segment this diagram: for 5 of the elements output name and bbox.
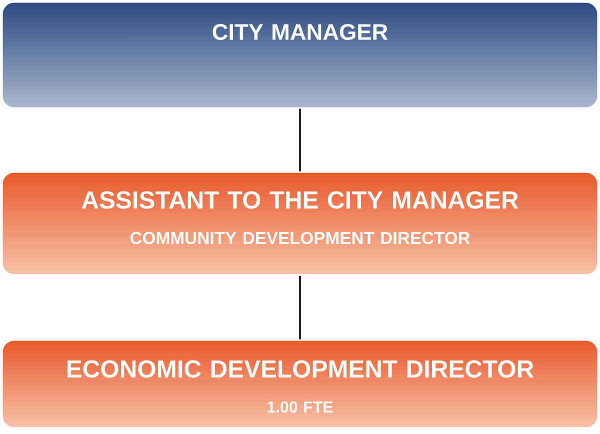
connector-line [299,276,301,340]
connector-line [299,108,301,172]
org-box: CITY MANAGER [1,1,599,109]
org-box: ASSISTANT TO THE CITY MANAGER COMMUNITY DEVELOPMENT DIRECTOR [1,171,599,276]
org-box: ECONOMIC DEVELOPMENT DIRECTOR 1.00 FTE [1,339,599,429]
